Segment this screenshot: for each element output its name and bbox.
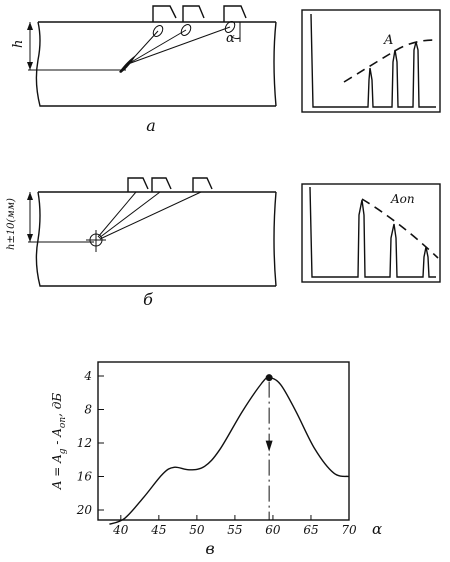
x-tick-label: 40 [112,523,129,537]
x-tick-label: 60 [265,523,281,537]
panel-v-caption: в [205,539,214,558]
panel-b-envelope-label: Aоп [390,192,415,206]
y-tick-label: 8 [84,403,92,417]
y-tick-label: 12 [77,436,92,450]
y-tick-label: 20 [76,503,93,517]
max-drop-arrow [265,440,273,452]
y-axis-label: A = Ag - Aоп, дБ [50,393,68,491]
panel-a-block: h α [11,5,277,107]
panel-v-chart: 4 8 12 16 20 40 45 50 55 60 65 70 [76,361,357,537]
x-tick-label: 55 [227,523,242,537]
x-tick-label: 70 [341,523,357,537]
x-axis-label: α [372,520,382,538]
x-tick-label: 50 [189,523,205,537]
panel-a-caption: а [146,116,156,135]
panel-a-scope: A [301,9,441,113]
panel-b-scope: Aоп [301,183,441,283]
panel-a-angle-label: α [226,31,235,46]
x-tick-label: 65 [303,523,318,537]
series-line [109,376,350,525]
panel-b-caption: б [143,290,153,309]
panel-b-block: h±10(мм) [6,177,277,287]
x-tick-label: 45 [150,523,166,537]
y-tick-label: 16 [77,470,93,484]
max-point-marker [265,374,273,382]
y-tick-label: 4 [83,369,92,383]
panel-a-envelope-label: A [383,33,393,48]
panel-a-depth-label: h [11,40,26,48]
chart-frame [97,361,350,521]
panel-b-depth-label: h±10(мм) [6,198,17,250]
